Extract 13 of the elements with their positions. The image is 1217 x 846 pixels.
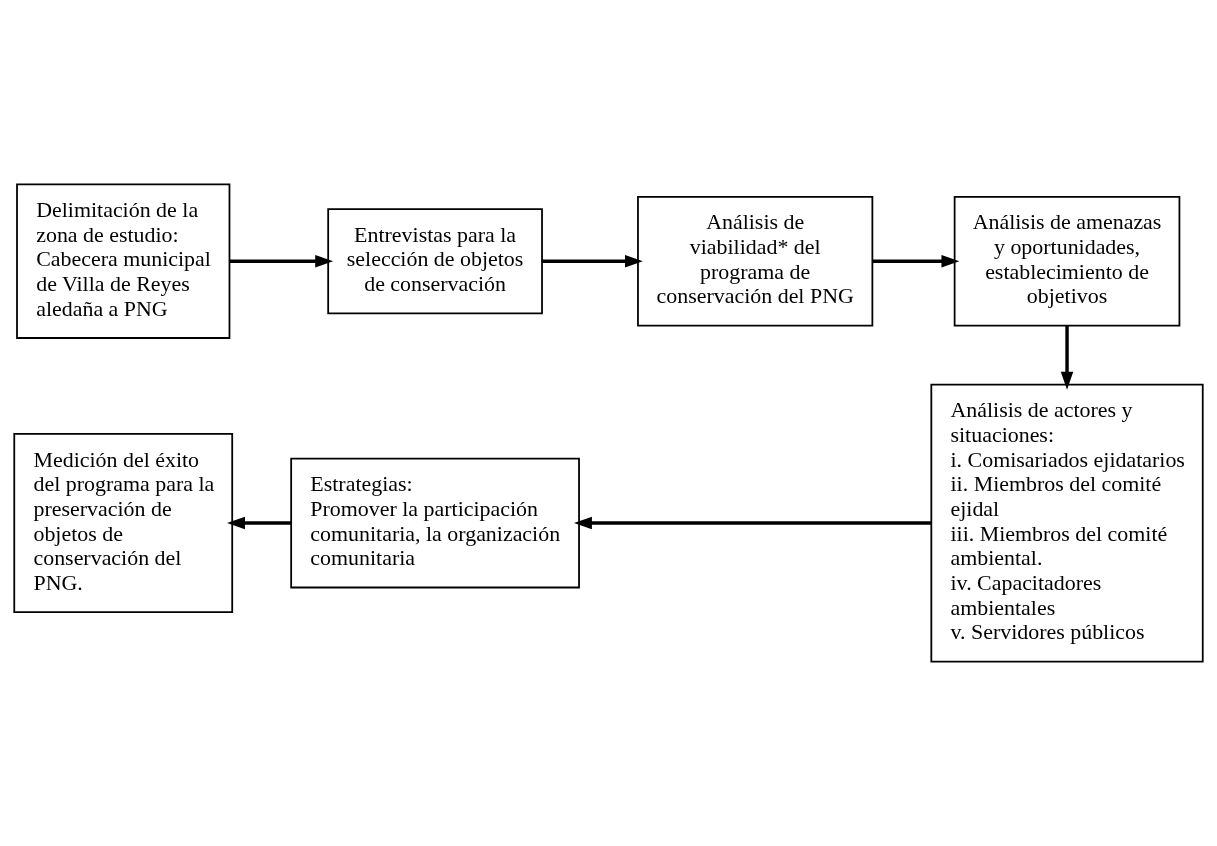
arrow bbox=[574, 516, 931, 530]
arrow bbox=[229, 255, 334, 268]
node-box: Delimitación de la zona de estudio: Cabecera municipal de Villa de Reyes aledaña a PNG bbox=[16, 183, 231, 339]
arrow bbox=[227, 516, 292, 530]
node-box: Análisis de viabilidad* del programa de conservación del PNG bbox=[637, 195, 874, 327]
node-box: Entrevistas para la selección de objetos de conservación bbox=[327, 208, 543, 315]
arrow bbox=[1060, 325, 1074, 390]
node-box: Análisis de amenazas y oportunidades, establecimiento de objetivos bbox=[953, 195, 1181, 327]
node-box: Análisis de actores y situaciones: i. Comisariados ejidatarios ii. Miembros del comité ejidal iii. Miembros del comité ambiental. iv. Capacitadores ambientales v. Servidores públicos bbox=[930, 383, 1204, 663]
node-box: Medición del éxito del programa para la preservación de objetos de conservación del PNG. bbox=[13, 433, 234, 614]
arrow bbox=[542, 255, 643, 268]
node-box: Estrategias: Promover la participación comunitaria, la organización comunitaria bbox=[290, 457, 580, 589]
arrow bbox=[872, 255, 960, 268]
